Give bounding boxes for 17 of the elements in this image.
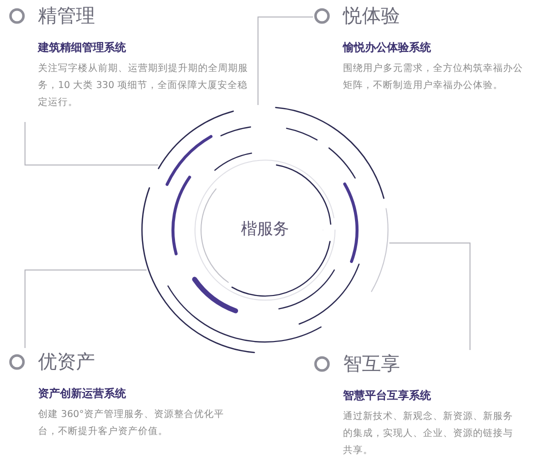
description-text: 创建 360°资产管理服务、资源整合优化平台，不断提升客户资产价值。 [38,408,225,439]
system-title: 智慧平台互享系统 [343,388,431,403]
section-heading: 智互享 [343,352,400,376]
connector-line [24,122,159,166]
description-text: 围绕用户多元需求，全方位构筑幸福办公矩阵，不断制造用户幸福办公体验。 [343,62,523,93]
system-title: 愉悦办公体验系统 [343,40,431,55]
center-label: 楷服务 [241,219,289,240]
section-heading: 精管理 [38,4,95,28]
connector-line [388,242,470,350]
description-text: 关注写字楼从前期、运营期到提升期的全周期服务，10 大类 330 项细节，全面保障大厦安全稳定运行。 [38,62,248,110]
connector-line [258,16,314,106]
section-heading: 优资产 [38,350,95,374]
section-heading: 悦体验 [343,4,400,28]
description-text: 通过新技术、新观念、新资源、新服务的集成，实现人、企业、资源的链接与共享。 [343,410,514,458]
system-title: 建筑精细管理系统 [38,40,126,55]
system-title: 资产创新运营系统 [38,386,126,401]
connector-line [24,270,148,348]
